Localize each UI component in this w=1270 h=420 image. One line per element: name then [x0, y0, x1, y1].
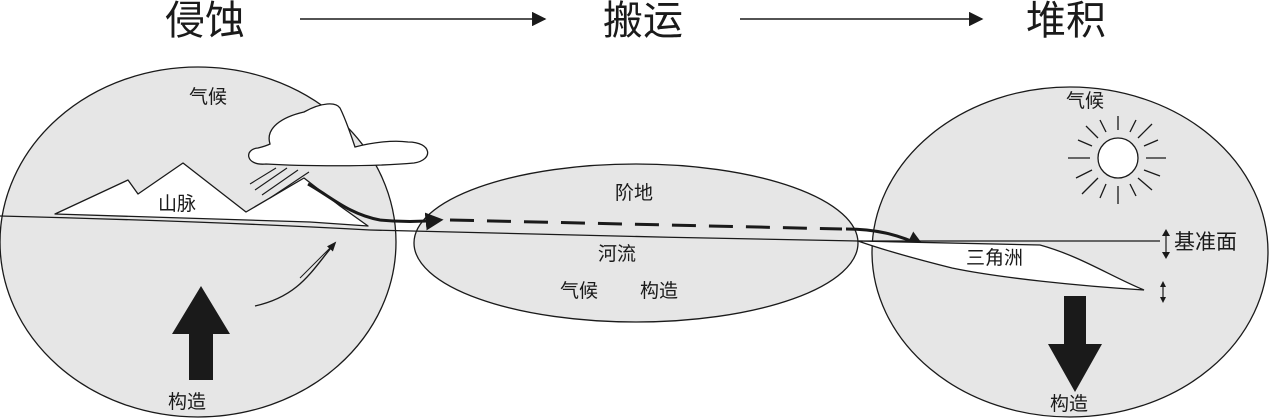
terrace-label: 阶地	[615, 182, 653, 204]
tectonic-subsidence-arrow	[1048, 296, 1102, 392]
ground-line	[0, 215, 371, 231]
river-label: 河流	[598, 243, 636, 265]
sediment-transport-dashed	[449, 218, 843, 231]
base-level-double-arrow	[1162, 229, 1170, 259]
deposition-circle	[871, 86, 1269, 418]
sediment-flow-arrow-in	[307, 182, 444, 231]
transport-tectonics-label: 构造	[640, 280, 678, 302]
delta-thickness-double-arrow	[1160, 281, 1166, 303]
uplift-curved-arrow-2	[299, 247, 331, 279]
deposition-tectonics-label: 构造	[1050, 393, 1088, 415]
river-line	[369, 229, 859, 242]
mountain-label: 山脉	[158, 193, 196, 215]
delta-label: 三角洲	[966, 247, 1023, 269]
transport-ellipse	[413, 163, 859, 323]
base-level-label: 基准面	[1174, 230, 1237, 254]
uplift-curved-arrow	[254, 241, 337, 307]
stage-deposition-label: 堆积	[1026, 0, 1106, 44]
erosion-climate-label: 气候	[189, 86, 227, 108]
deposition-climate-label: 气候	[1066, 90, 1104, 112]
erosion-tectonics-label: 构造	[168, 391, 206, 413]
transport-climate-label: 气候	[560, 280, 598, 302]
cloud-icon	[248, 103, 429, 167]
tectonic-uplift-arrow	[172, 286, 230, 380]
stage-transport-label: 搬运	[603, 0, 683, 44]
stage-erosion-label: 侵蚀	[165, 0, 245, 44]
sun-icon	[1068, 116, 1166, 204]
delta-wedge	[857, 240, 1145, 291]
rain-icon	[249, 167, 310, 199]
